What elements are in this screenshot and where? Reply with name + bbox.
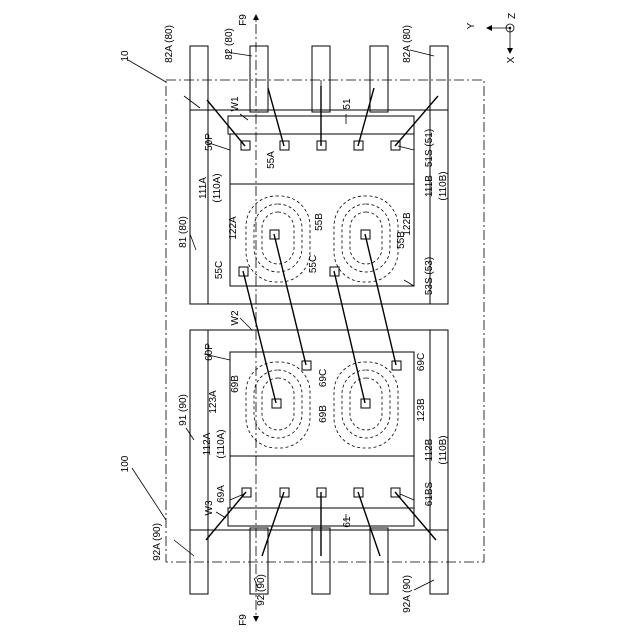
label-53S: 53S (53) — [424, 257, 435, 295]
chip-50P — [230, 134, 414, 286]
label-W3: W3 — [204, 500, 215, 515]
pad-69C-2 — [392, 361, 401, 370]
pad-69B-A — [272, 399, 281, 408]
label-51S: 51S (51) — [424, 129, 435, 167]
label-50P: 50P — [204, 133, 215, 151]
label-69A: 69A — [216, 485, 227, 503]
wire-W1-2 — [268, 88, 284, 146]
wire-W3-4 — [358, 492, 380, 556]
label-112B-a: 112B — [424, 438, 435, 461]
wire-W3-2 — [262, 492, 284, 556]
label-81: 81 (80) — [178, 216, 189, 248]
lead-92A-left — [190, 330, 208, 594]
label-112A-a: 112A — [202, 432, 213, 455]
label-123A: 123A — [208, 390, 219, 414]
label-92: 92 (90) — [256, 574, 267, 606]
label-111B-a: 111B — [424, 175, 435, 197]
wire-W1-4 — [358, 88, 374, 146]
axis-x-label: X — [506, 56, 517, 63]
pad-69B-B — [361, 399, 370, 408]
y-arrowhead-icon — [486, 25, 492, 31]
wire-W2-3 — [334, 271, 365, 403]
section-arrow-top-icon — [253, 14, 259, 20]
label-61BS: 61BS — [424, 481, 435, 506]
label-51: 51 — [342, 98, 353, 110]
leader-92A-right — [414, 580, 434, 590]
axis-y-label: Y — [466, 22, 477, 29]
label-69B-2: 69B — [318, 405, 329, 423]
lead-92-c — [370, 528, 388, 594]
leader-W2 — [240, 318, 252, 330]
wire-W2-4 — [365, 234, 396, 365]
label-55C-1: 55C — [214, 261, 225, 279]
label-92A-bottom-left: 92A (90) — [152, 523, 163, 561]
section-arrow-bottom-icon — [253, 616, 259, 622]
leader-53S — [404, 280, 414, 286]
lead-82-a — [250, 46, 268, 112]
label-112B-b: (110B) — [438, 435, 449, 464]
label-100: 100 — [120, 455, 131, 472]
label-61: 61 — [342, 516, 353, 528]
frame-81 — [190, 110, 448, 304]
label-82A-top-left: 82A (80) — [164, 25, 175, 63]
x-arrowhead-icon — [507, 48, 513, 54]
lead-82A-left — [190, 46, 208, 304]
label-55C-2: 55C — [308, 255, 319, 273]
label-82: 82 (80) — [224, 28, 235, 60]
label-122A: 122A — [228, 216, 239, 240]
label-W1: W1 — [230, 96, 241, 111]
label-55A: 55A — [266, 151, 277, 169]
leader-lines — [128, 50, 434, 590]
lead-82-c — [370, 46, 388, 112]
label-111B-b: (110B) — [438, 171, 449, 200]
label-F9-top: F9 — [238, 14, 249, 26]
leader-W3 — [216, 512, 226, 518]
label-W2: W2 — [230, 310, 241, 325]
label-111A-a: 111A — [198, 177, 209, 199]
leader-10 — [128, 60, 166, 82]
label-112A-b: (110A) — [216, 429, 227, 458]
label-92A-bottom-right: 92A (90) — [402, 575, 413, 613]
label-111A-b: (110A) — [212, 173, 223, 202]
label-69C-2: 69C — [416, 353, 427, 371]
label-60P: 60P — [204, 343, 215, 361]
leader-W1 — [240, 114, 248, 120]
leader-92A-left — [174, 540, 194, 556]
leader-82A-left — [184, 96, 200, 108]
label-82A-top-right: 82A (80) — [402, 25, 413, 63]
pad-69C-1 — [302, 361, 311, 370]
label-91: 91 (90) — [178, 394, 189, 426]
axis-z-label: Z — [507, 13, 518, 19]
label-122B: 122B — [402, 212, 413, 236]
leader-100 — [132, 468, 166, 520]
leader-81 — [190, 234, 196, 250]
wire-W2-1 — [243, 271, 276, 403]
label-69B-1: 69B — [230, 375, 241, 393]
label-10: 10 — [120, 50, 131, 62]
label-69C-1: 69C — [318, 369, 329, 387]
leader-61BS — [400, 494, 414, 500]
axis-indicator — [486, 24, 514, 54]
z-axis-dot-icon — [509, 27, 511, 29]
label-123B: 123B — [416, 398, 427, 422]
label-F9-bottom: F9 — [238, 614, 249, 626]
label-55B-1: 55B — [314, 213, 325, 231]
